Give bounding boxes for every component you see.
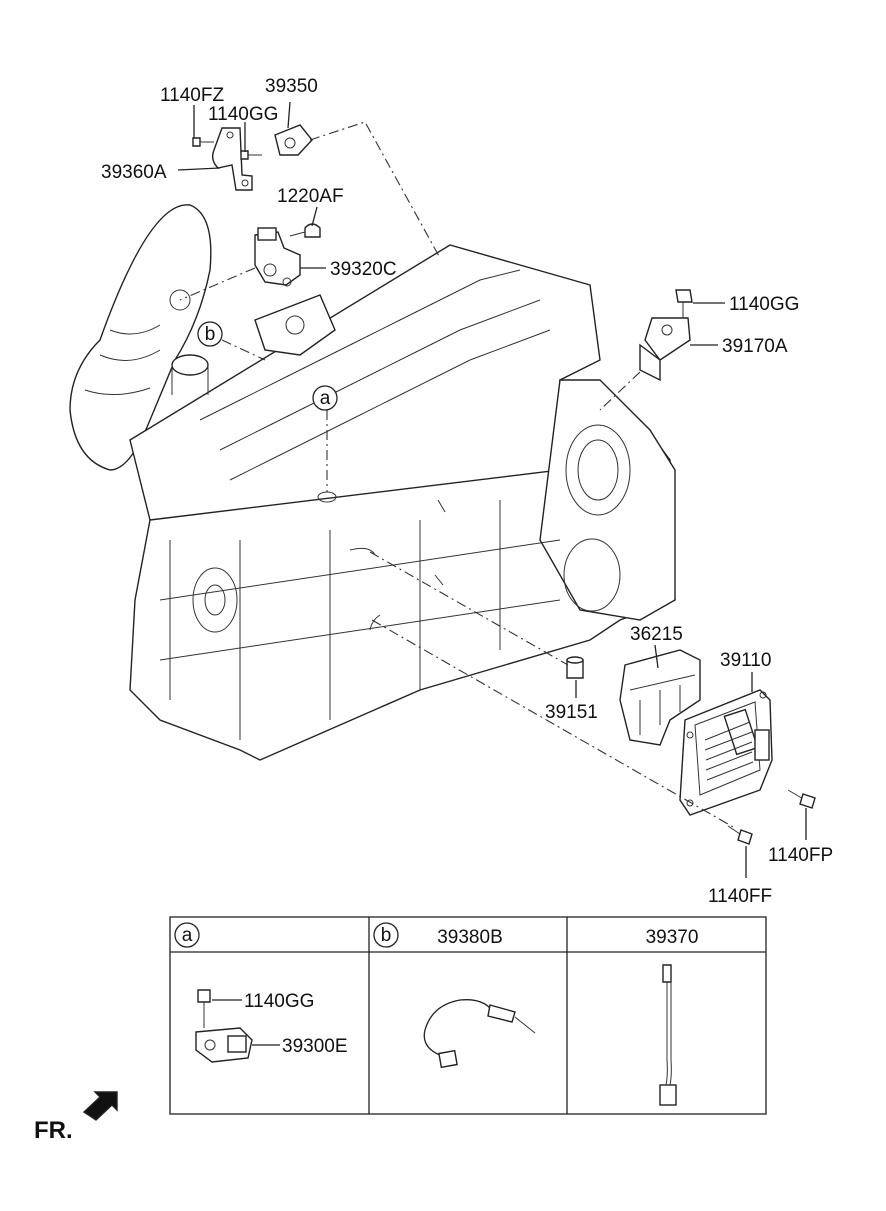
- front-direction-indicator: [82, 1091, 118, 1121]
- engine-block: [69, 204, 676, 761]
- leader-lines: [177, 101, 807, 878]
- callout-a-circle: [312, 385, 338, 411]
- table-b-marker: b: [381, 925, 392, 946]
- bolt-1140FP: [787, 789, 816, 809]
- label-1140FF: 1140FF: [708, 886, 772, 907]
- label-39110: 39110: [720, 650, 771, 671]
- label-39170A: 39170A: [722, 336, 788, 357]
- label-39151: 39151: [545, 702, 598, 723]
- label-1140FP: 1140FP: [768, 845, 833, 866]
- label-39360A: 39360A: [101, 162, 167, 183]
- part-39320C-group: [254, 223, 321, 287]
- part-39170A-group: [639, 289, 693, 382]
- label-39350: 39350: [265, 76, 318, 97]
- table-b-marker-circle: [373, 922, 399, 948]
- part-39110-ecu: [679, 689, 773, 816]
- label-1140GG-top: 1140GG: [208, 104, 278, 125]
- front-label: FR.: [34, 1117, 73, 1144]
- part-39370: [659, 964, 677, 1106]
- label-1140FZ: 1140FZ: [160, 85, 224, 106]
- part-36215: [619, 649, 701, 746]
- label-36215: 36215: [630, 624, 683, 645]
- bolt-1140FF: [727, 825, 753, 845]
- label-39320C: 39320C: [330, 259, 397, 280]
- part-39151: [566, 656, 584, 679]
- part-39380B: [423, 999, 536, 1069]
- table-c-title: 39370: [646, 927, 699, 948]
- callout-b-label: b: [205, 324, 216, 345]
- table-a-sensor-label: 39300E: [282, 1036, 348, 1057]
- part-39300E: [195, 989, 280, 1063]
- detail-table: [169, 916, 767, 1115]
- table-a-marker: a: [182, 925, 193, 946]
- table-a-bolt-label: 1140GG: [244, 991, 314, 1012]
- label-1220AF: 1220AF: [277, 186, 344, 207]
- table-a-marker-circle: [174, 922, 200, 948]
- part-39350-group: [192, 124, 313, 191]
- callout-a-label: a: [320, 388, 331, 409]
- label-1140GG-right: 1140GG: [729, 294, 799, 315]
- callout-b-circle: [197, 321, 223, 347]
- table-b-title: 39380B: [437, 927, 503, 948]
